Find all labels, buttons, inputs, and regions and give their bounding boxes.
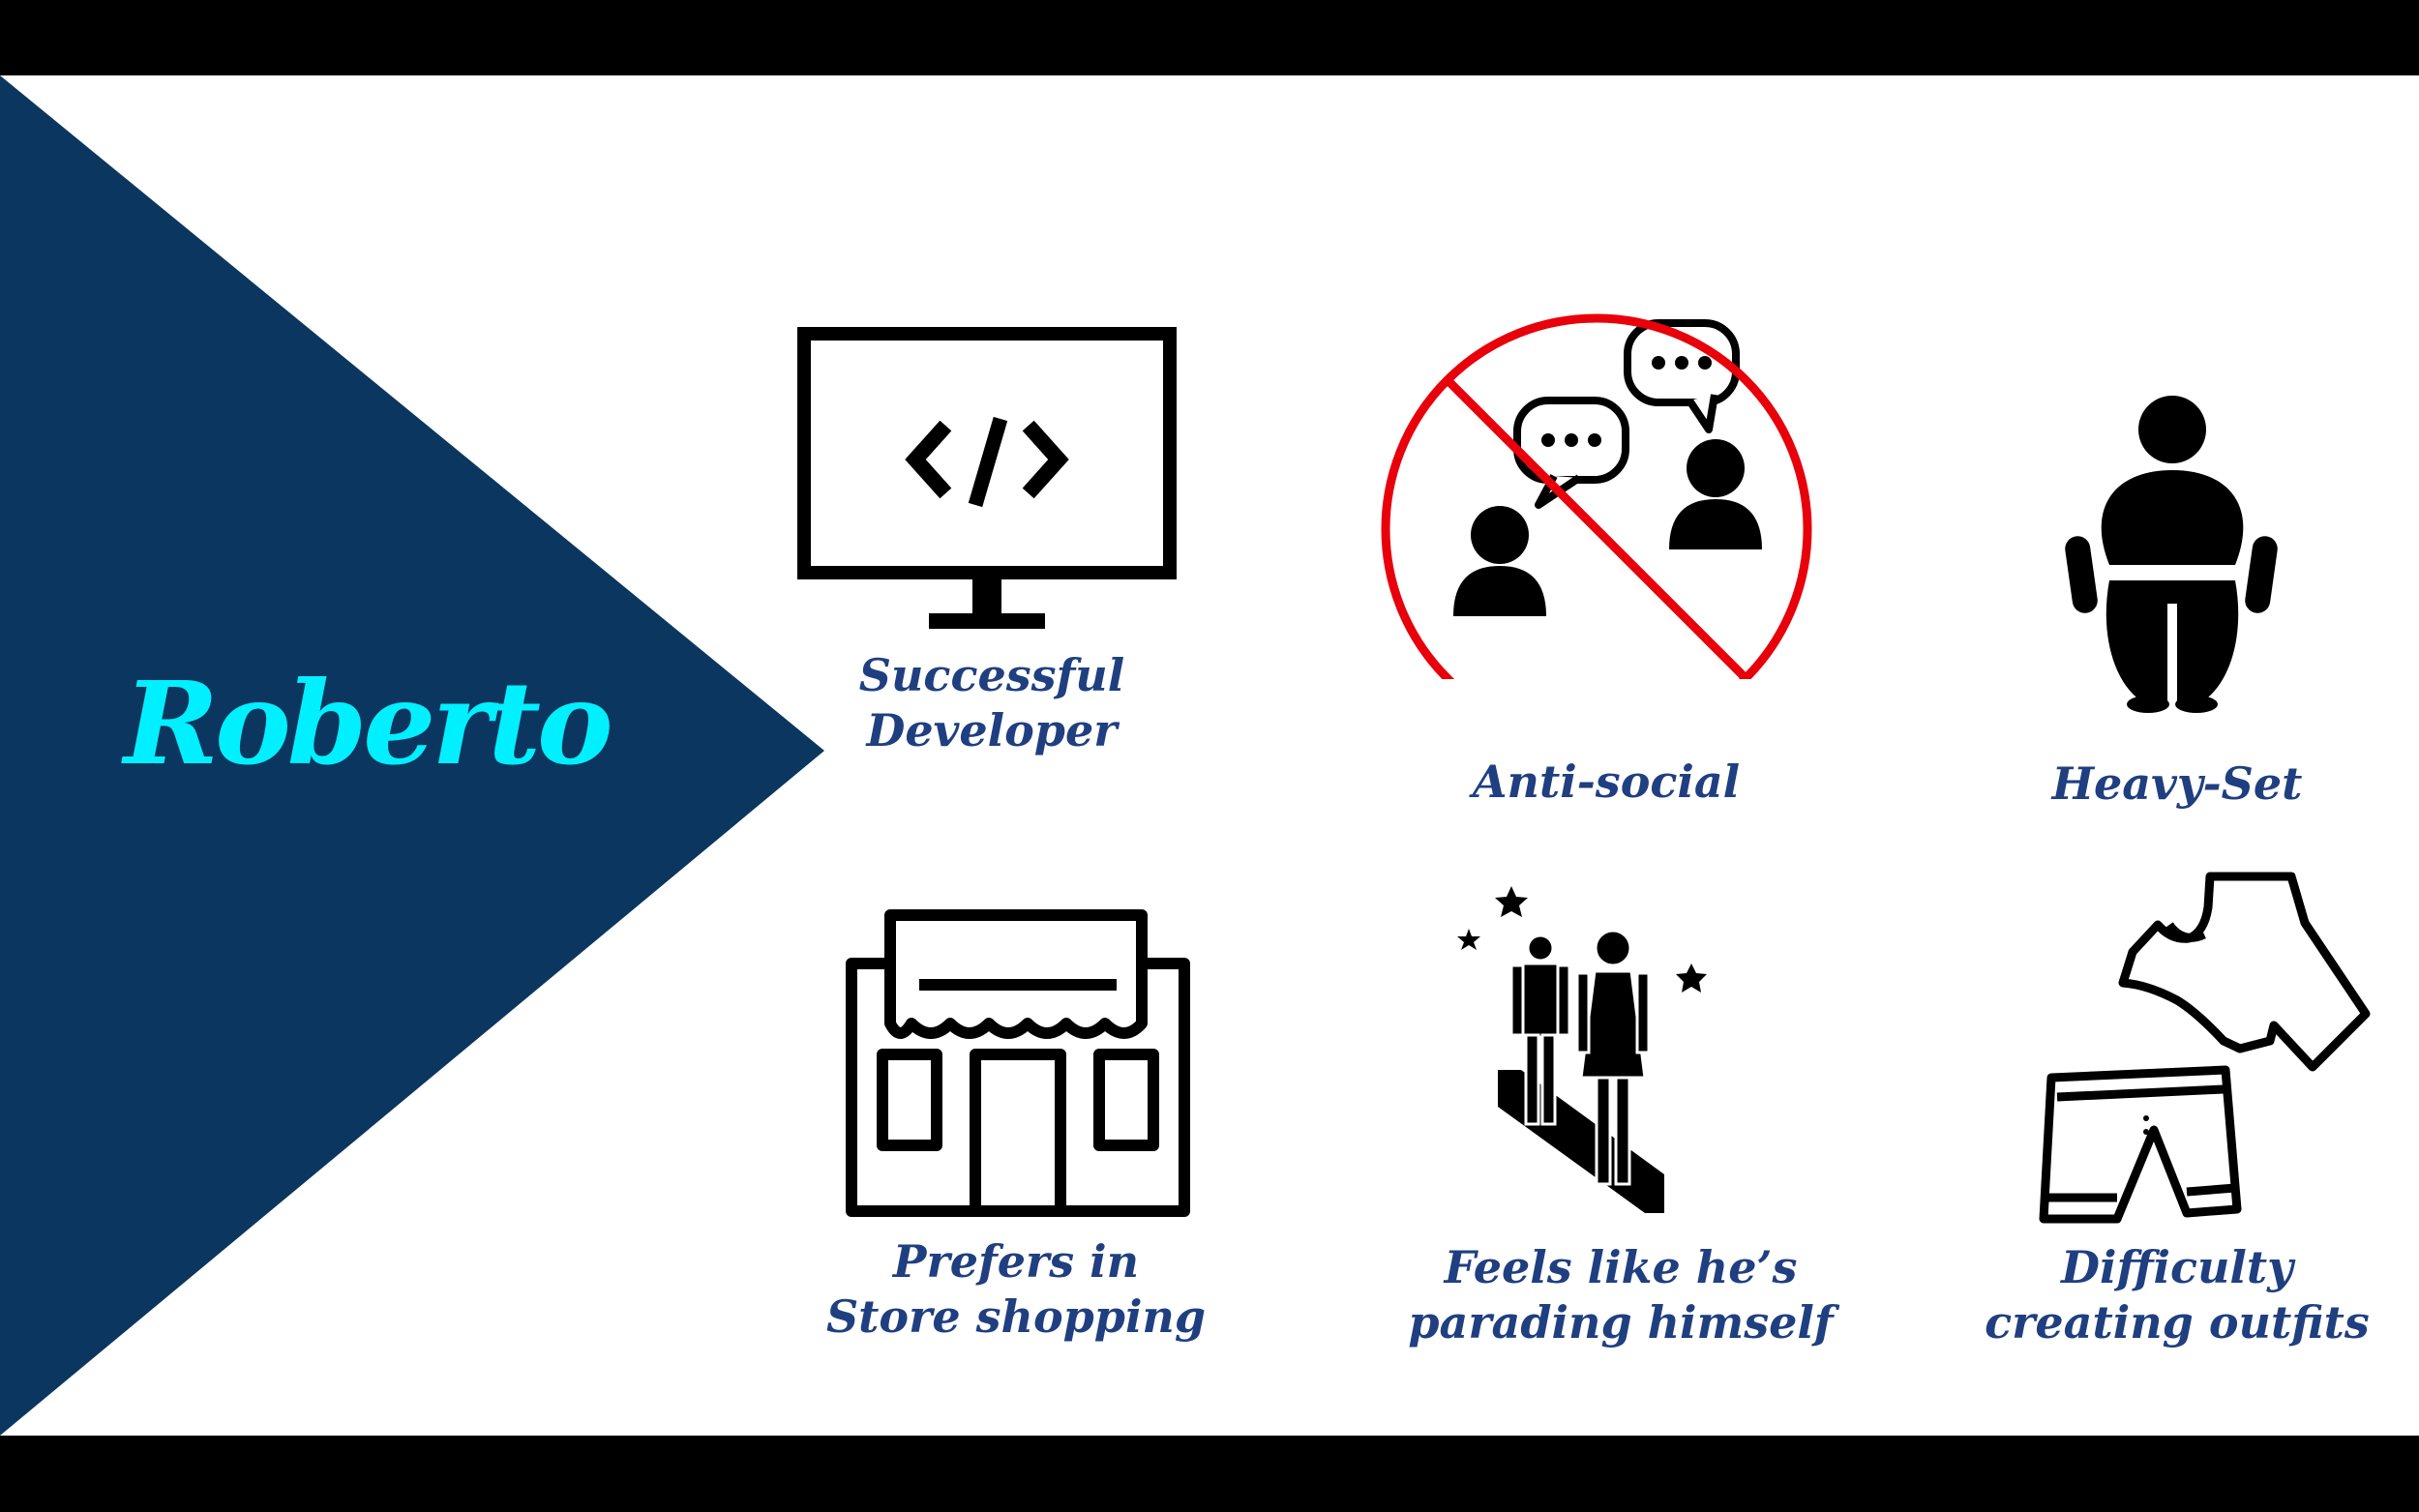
persona-panel-triangle	[0, 75, 824, 1436]
trait-label-parading-himself: Feels like he’s parading himself	[1408, 1241, 1834, 1349]
clothes-icon	[2039, 872, 2371, 1224]
trait-label-store-shopping: Prefers in Store shopping	[825, 1235, 1207, 1343]
trait-label-creating-outfits: Difficulty creating outfits	[1985, 1241, 2370, 1349]
monitor-code-icon	[797, 327, 1177, 629]
no-conversation-icon	[1381, 313, 1812, 679]
heavy-person-icon	[2065, 396, 2278, 713]
runway-couple-icon	[1457, 886, 1707, 1213]
star-icon	[1457, 886, 1707, 993]
persona-slide: Roberto Successful Developer Anti-social	[0, 75, 2419, 1436]
storefront-icon	[846, 909, 1190, 1217]
persona-name: Roberto	[124, 656, 613, 790]
trait-label-anti-social: Anti-social	[1472, 756, 1741, 808]
trait-label-heavy-set: Heavy-Set	[2051, 757, 2303, 810]
trait-label-successful-developer: Successful Developer	[858, 649, 1125, 756]
